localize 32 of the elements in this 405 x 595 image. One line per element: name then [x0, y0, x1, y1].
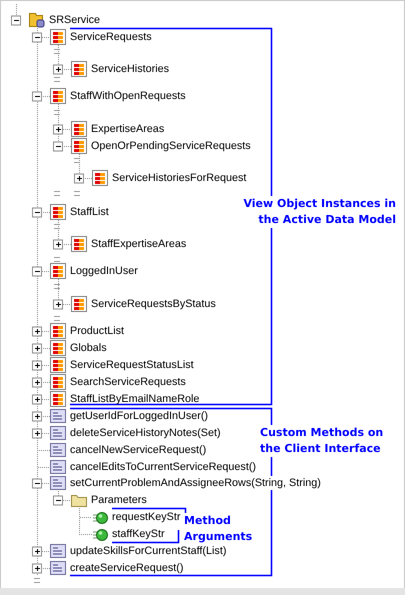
tree-connector: [58, 44, 72, 70]
tree-item-label: cancelEditsToCurrentServiceRequest(): [70, 461, 256, 473]
tree-item-label: OpenOrPendingServiceRequests: [91, 140, 251, 152]
tree-connector: [58, 278, 72, 305]
tree-item-label: ServiceRequestsByStatus: [91, 298, 216, 310]
tree-item-label: StaffList: [70, 206, 109, 218]
tree-connector: [79, 508, 92, 535]
tree-item-label: ServiceRequestStatusList: [70, 359, 194, 371]
tree-item-label: ServiceHistories: [91, 63, 169, 75]
tree-item-label: LoggedInUser: [70, 265, 138, 277]
tree-item-label: cancelNewServiceRequest(): [70, 444, 206, 456]
tree-item-label: deleteServiceHistoryNotes(Set): [70, 427, 221, 439]
tree-item-label: updateSkillsForCurrentStaff(List): [70, 545, 226, 557]
tree-item-label: SearchServiceRequests: [70, 376, 186, 388]
tree-connector: [79, 154, 92, 179]
tree-item-label: Parameters: [91, 494, 147, 506]
tree-item-label: StaffWithOpenRequests: [70, 90, 186, 102]
tree-item-label: getUserIdForLoggedInUser(): [70, 410, 208, 422]
tree-item-label: ExpertiseAreas: [91, 123, 164, 135]
tree-connector: [58, 220, 72, 245]
tree-item-label: StaffListByEmailNameRole: [70, 393, 200, 405]
tree-item-label: ServiceRequests: [70, 31, 152, 43]
tree-item-label: staffKeyStr: [112, 528, 165, 540]
tree-item-label: ServiceHistoriesForRequest: [112, 172, 246, 184]
tree-connector: [58, 490, 72, 501]
tree-item-label: Globals: [70, 342, 107, 354]
tree-item-label: ProductList: [70, 325, 124, 337]
tree-item-label: StaffExpertiseAreas: [91, 238, 186, 250]
tree-item-label: requestKeyStr: [112, 511, 180, 523]
tree-item-label: createServiceRequest(): [70, 562, 184, 574]
tree-item-label: SRService: [49, 14, 100, 26]
tree-item-label: setCurrentProblemAndAssigneeRows(String, String): [70, 477, 321, 489]
